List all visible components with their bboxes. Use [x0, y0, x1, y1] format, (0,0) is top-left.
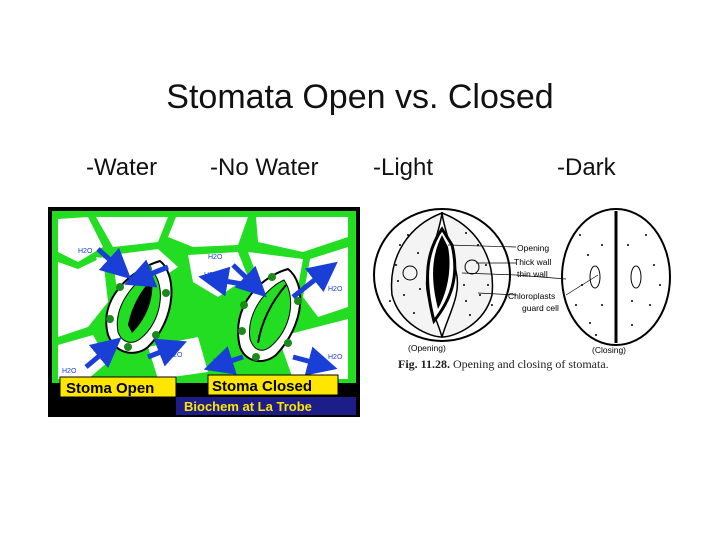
h2o-label: H2O: [168, 352, 183, 359]
label-chloroplasts: Chloroplasts: [508, 291, 555, 301]
slide-title: Stomata Open vs. Closed: [166, 78, 554, 116]
condition-no-water: -No Water: [210, 154, 319, 181]
label-thick-wall: Thick wall: [514, 257, 551, 267]
figure-caption: Fig. 11.28. Opening and closing of stoma…: [398, 357, 609, 372]
label-closing-state: (Closing): [592, 345, 626, 355]
label-opening: Opening: [517, 243, 549, 253]
stoma-cell-diagram: H2O H2O H2O H2O H2O H2O H2O H2O Stoma Op…: [48, 207, 360, 417]
h2o-label: H2O: [208, 254, 223, 261]
guard-cell-drawing: Opening Thick wall thin wall Chloroplast…: [373, 208, 671, 355]
opening-stoma: [373, 208, 511, 342]
h2o-label: H2O: [328, 354, 343, 361]
stoma-closed-label: Stoma Closed: [212, 378, 312, 395]
stoma-closed-banner: [207, 374, 339, 396]
credit-label: Biochem at La Trobe: [184, 399, 312, 414]
label-guard: guard cell: [522, 303, 559, 313]
h2o-label: H2O: [328, 286, 343, 293]
condition-dark: -Dark: [557, 154, 616, 181]
water-arrows: [84, 247, 338, 376]
closing-stoma: [561, 208, 671, 346]
label-opening-state: (Opening): [408, 343, 446, 353]
h2o-label: H2O: [204, 272, 219, 279]
h2o-label: H2O: [78, 248, 93, 255]
stoma-open-banner: [59, 376, 177, 398]
condition-light: -Light: [373, 154, 434, 181]
h2o-label: H2O: [62, 368, 77, 375]
label-thin-wall: thin wall: [517, 269, 548, 279]
credit-strip: [176, 397, 356, 415]
leader-lines: [447, 244, 599, 296]
h2o-label: H2O: [213, 358, 228, 365]
stoma-open-label: Stoma Open: [66, 380, 154, 397]
caption-text: Opening and closing of stomata.: [453, 357, 609, 371]
condition-water: -Water: [86, 154, 158, 181]
caption-number: Fig. 11.28.: [398, 357, 451, 371]
